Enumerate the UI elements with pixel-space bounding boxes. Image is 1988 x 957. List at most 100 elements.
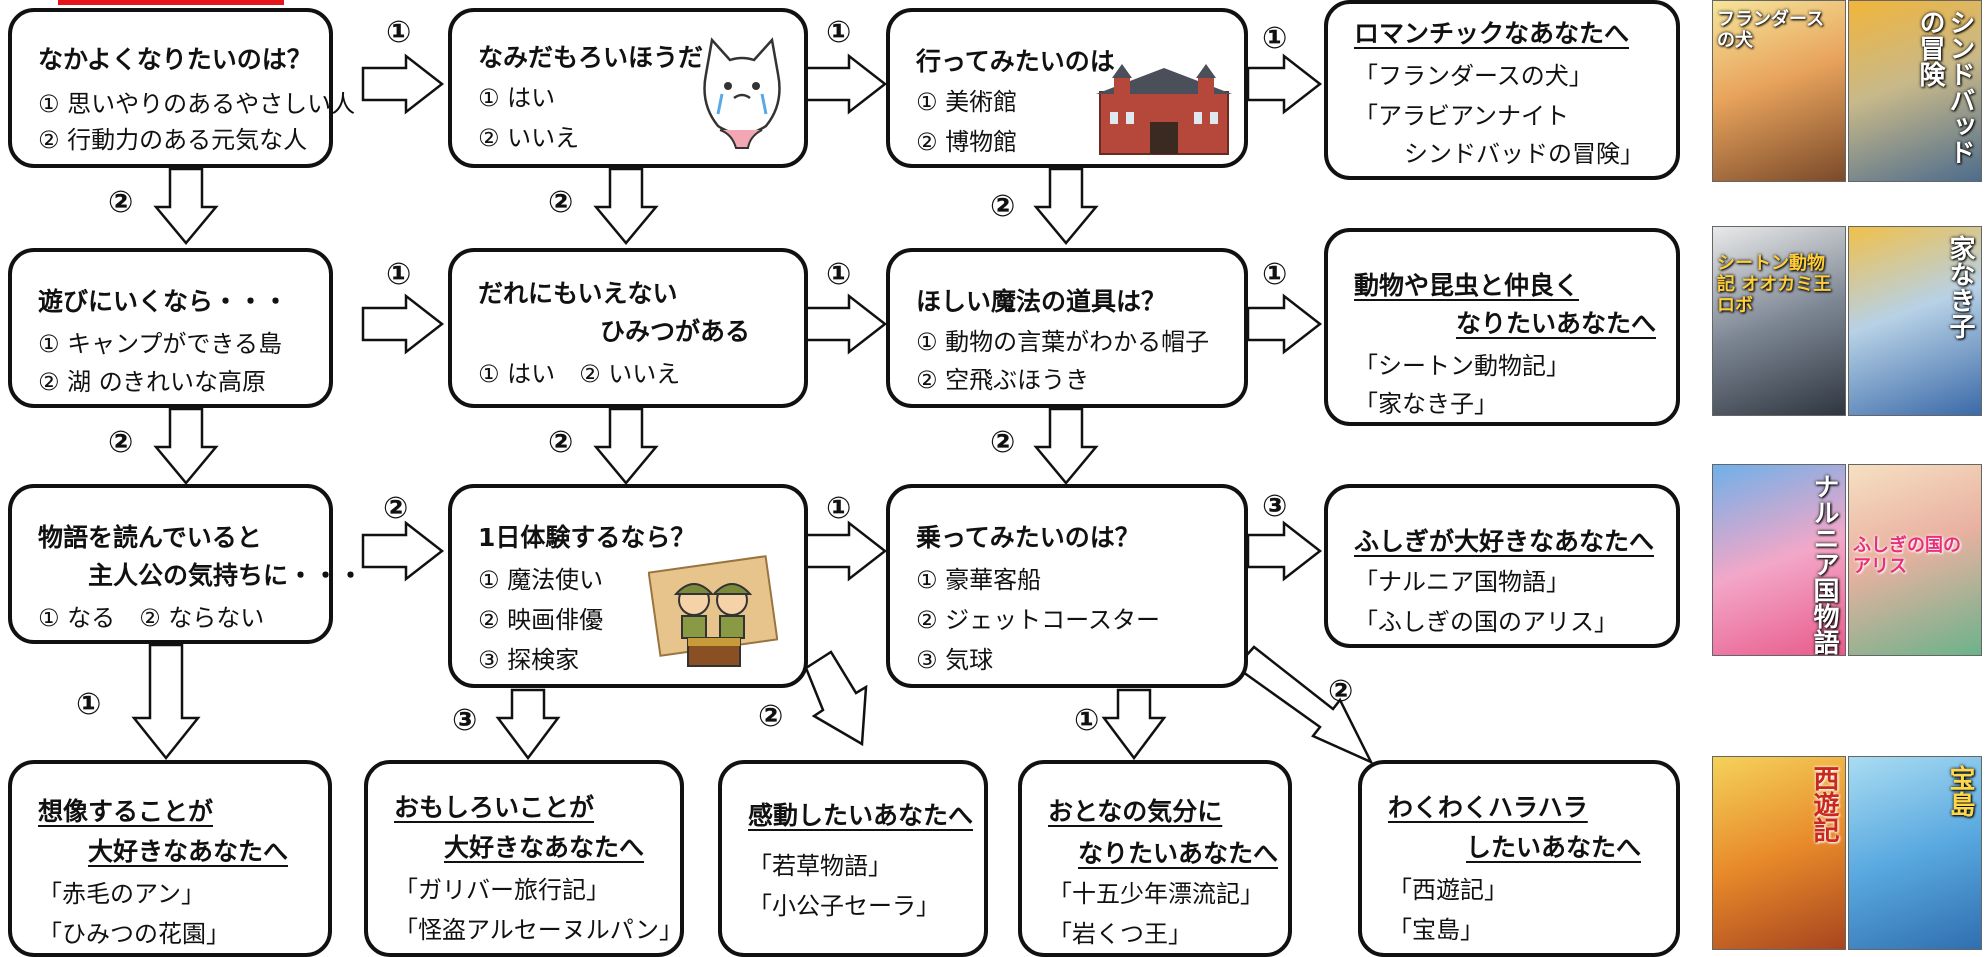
r4-book-1: 「赤毛のアン」 [38, 880, 206, 908]
label-q8-r6: ② [758, 699, 784, 734]
header-accent-bar [58, 0, 284, 5]
label-q1-q4: ② [108, 185, 134, 220]
r4-title-line2: 大好きなあなたへ [88, 837, 289, 866]
r6-book-1: 「若草物語」 [748, 852, 892, 880]
arrow-q1-q2 [361, 53, 445, 115]
q1-title: なかよくなりたいのは？ [38, 45, 312, 74]
question-q1: なかよくなりたいのは？ ① 思いやりのあるやさしい人 ② 行動力のある元気な人 [8, 8, 355, 168]
arrow-q7-q8 [361, 520, 445, 582]
label-q6-q9: ② [990, 425, 1016, 460]
label-q7-r4: ① [76, 687, 102, 722]
cover-2b-title: 家なき子 [1945, 235, 1975, 339]
result-r2: 動物や昆虫と仲良く なりたいあなたへ 「シートン動物記」 「家なき子」 [1324, 228, 1680, 426]
explorer-kids-illustration [648, 555, 778, 667]
arrow-q6-r2 [1246, 293, 1323, 355]
r5-book-2: 「怪盗アルセーヌルパン」 [394, 916, 683, 944]
question-q4: 遊びにいくなら・・・ ① キャンプができる島 ② 湖 のきれいな高原 [8, 248, 333, 408]
q6-title: ほしい魔法の道具は？ [916, 287, 1167, 316]
question-q5: だれにもいえない ひみつがある ① はい ② いいえ [448, 248, 808, 408]
arrow-q2-q3 [804, 53, 888, 115]
r7-title-line1: おとなの気分に [1048, 797, 1223, 826]
r6-book-2: 「小公子セーラ」 [748, 892, 940, 920]
q2-title: なみだもろいほうだ [478, 43, 704, 72]
cover-narnia: ナルニア国物語 [1712, 464, 1846, 656]
q7-title-line1: 物語を読んでいると [38, 523, 262, 552]
r7-title-line2: なりたいあなたへ [1078, 839, 1279, 868]
q9-option-3: ③ 気球 [916, 646, 994, 674]
r8-book-2: 「宝島」 [1388, 916, 1484, 944]
r1-book-2-line2: シンドバッドの冒険」 [1404, 140, 1644, 168]
arrow-q4-q7 [153, 407, 219, 485]
arrow-q8-r6 [804, 650, 868, 747]
q8-option-2: ② 映画俳優 [478, 606, 604, 634]
arrow-q9-r8 [1234, 645, 1374, 765]
label-q9-r7: ① [1074, 703, 1100, 738]
arrow-q8-q9 [804, 520, 888, 582]
arrow-q8-r5 [495, 688, 561, 761]
q1-option-2: ② 行動力のある元気な人 [38, 126, 308, 154]
label-q1-q2: ① [386, 15, 412, 50]
label-q2-q3: ① [826, 15, 852, 50]
q9-title: 乗ってみたいのは？ [916, 523, 1140, 552]
q2-option-1: ① はい [478, 84, 556, 112]
label-q7-q8: ② [383, 491, 409, 526]
result-r8: わくわくハラハラ したいあなたへ 「西遊記」 「宝島」 [1358, 760, 1680, 957]
cover-journey-west: 西遊記 [1712, 756, 1846, 950]
arrow-q7-r4 [131, 643, 201, 761]
cover-3a-title: ナルニア国物語 [1809, 473, 1839, 655]
cover-2a-title: シートン動物記 オオカミ王ロボ [1717, 253, 1832, 316]
arrow-q3-q6 [1033, 167, 1099, 245]
r2-book-2: 「家なき子」 [1354, 390, 1498, 418]
cover-4a-title: 西遊記 [1809, 765, 1839, 843]
question-q9: 乗ってみたいのは？ ① 豪華客船 ② ジェットコースター ③ 気球 [886, 484, 1248, 688]
r5-title-line1: おもしろいことが [394, 793, 595, 822]
r2-title-line1: 動物や昆虫と仲良く [1354, 271, 1580, 300]
q6-option-2: ② 空飛ぶほうき [916, 366, 1090, 394]
r1-book-1: 「フランダースの犬」 [1354, 62, 1593, 90]
arrow-q9-r3 [1246, 520, 1323, 582]
cover-sindbad: シンドバッドの冒険 [1848, 0, 1982, 182]
q5-options: ① はい ② いいえ [478, 360, 681, 388]
r8-title-line2: したいあなたへ [1466, 833, 1642, 862]
label-q9-r3: ③ [1262, 489, 1288, 524]
cover-1b-title: シンドバッドの冒険 [1915, 9, 1975, 165]
label-q5-q8: ② [548, 425, 574, 460]
q5-title-line2: ひみつがある [600, 317, 751, 346]
cover-1a-title: フランダースの犬 [1717, 9, 1825, 51]
r6-title: 感動したいあなたへ [748, 801, 974, 830]
q3-option-2: ② 博物館 [916, 128, 1018, 156]
result-r5: おもしろいことが 大好きなあなたへ 「ガリバー旅行記」 「怪盗アルセーヌルパン」 [364, 760, 684, 957]
question-q7: 物語を読んでいると 主人公の気持ちに・・・ ① なる ② ならない [8, 484, 363, 644]
cover-seton: シートン動物記 オオカミ王ロボ [1712, 226, 1846, 416]
cover-3b-title: ふしぎの国のアリス [1853, 535, 1961, 577]
arrow-q6-q9 [1033, 407, 1099, 485]
q8-title: 1日体験するなら？ [478, 523, 696, 552]
arrow-q4-q5 [361, 293, 445, 355]
result-r4: 想像することが 大好きなあなたへ 「赤毛のアン」 「ひみつの花園」 [8, 760, 332, 957]
q1-option-1: ① 思いやりのあるやさしい人 [38, 90, 356, 118]
q8-option-3: ③ 探検家 [478, 646, 580, 674]
q4-option-1: ① キャンプができる島 [38, 330, 282, 358]
q4-option-2: ② 湖 のきれいな高原 [38, 368, 267, 396]
arrow-q9-r7 [1101, 688, 1167, 761]
label-q9-r8: ② [1328, 674, 1354, 709]
q2-option-2: ② いいえ [478, 124, 580, 152]
r7-book-1: 「十五少年漂流記」 [1048, 880, 1264, 908]
r2-book-1: 「シートン動物記」 [1354, 352, 1570, 380]
r7-book-2: 「岩くつ王」 [1048, 920, 1192, 948]
r8-book-1: 「西遊記」 [1388, 876, 1508, 904]
cover-nobody-boy: 家なき子 [1848, 226, 1982, 416]
cover-4b-title: 宝島 [1945, 765, 1975, 817]
q5-title-line1: だれにもいえない [478, 279, 678, 308]
result-r7: おとなの気分に なりたいあなたへ 「十五少年漂流記」 「岩くつ王」 [1018, 760, 1292, 957]
crying-cat-illustration [703, 37, 781, 149]
label-q8-r5: ③ [452, 703, 478, 738]
result-r1: ロマンチックなあなたへ 「フランダースの犬」 「アラビアンナイト シンドバッドの… [1324, 0, 1680, 180]
arrow-q5-q6 [804, 293, 888, 355]
arrow-q1-q4 [153, 167, 219, 245]
question-q3: 行ってみたいのは ① 美術館 ② 博物館 [886, 8, 1248, 168]
r1-title: ロマンチックなあなたへ [1354, 19, 1630, 48]
q9-option-2: ② ジェットコースター [916, 606, 1160, 634]
label-q3-r1: ① [1262, 21, 1288, 56]
